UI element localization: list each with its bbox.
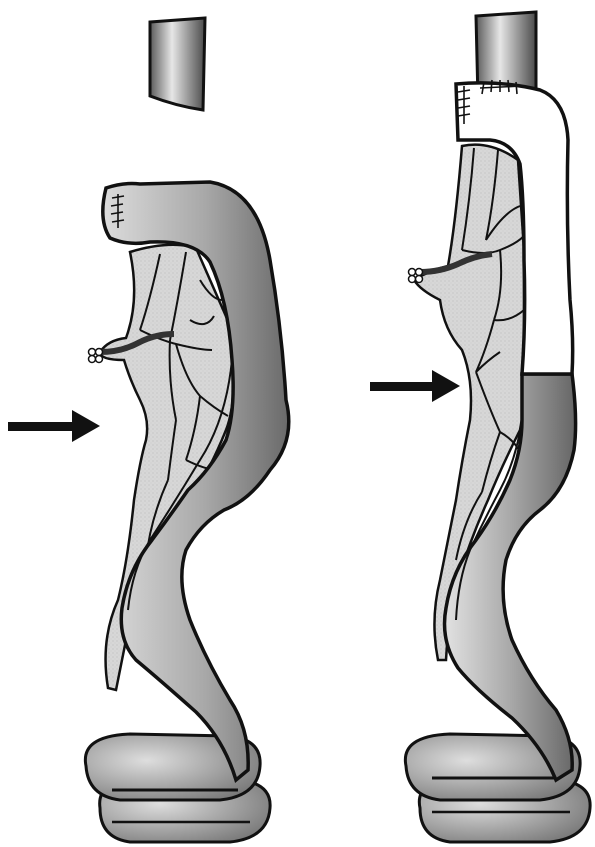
arrow-right-icon-2 <box>370 370 460 402</box>
right-panel <box>370 12 590 842</box>
left-ligature-clips <box>89 349 103 363</box>
arrow-right-icon <box>8 410 100 442</box>
left-panel <box>8 18 289 842</box>
left-esophagus-stump <box>150 18 205 110</box>
right-ligature-clips <box>409 269 423 283</box>
